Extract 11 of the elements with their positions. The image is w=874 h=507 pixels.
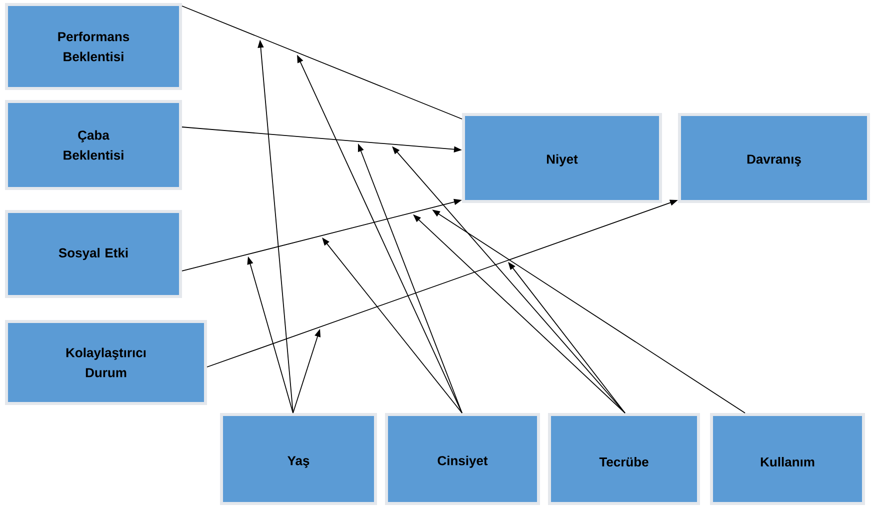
outcome-box: Davranış: [678, 113, 870, 203]
construct-box: Sosyal Etki: [5, 210, 182, 298]
outcome-box: Niyet: [462, 113, 662, 203]
construct-box: Çaba Beklentisi: [5, 100, 182, 190]
moderator-box: Cinsiyet: [385, 413, 540, 505]
moderator-box: Kullanım: [710, 413, 865, 505]
moderator-box: Yaş: [220, 413, 377, 505]
moderator-box: Tecrübe: [548, 413, 700, 505]
construct-box: Performans Beklentisi: [5, 3, 182, 90]
construct-box: Kolaylaştırıcı Durum: [5, 320, 207, 405]
connector-line: [182, 6, 462, 120]
